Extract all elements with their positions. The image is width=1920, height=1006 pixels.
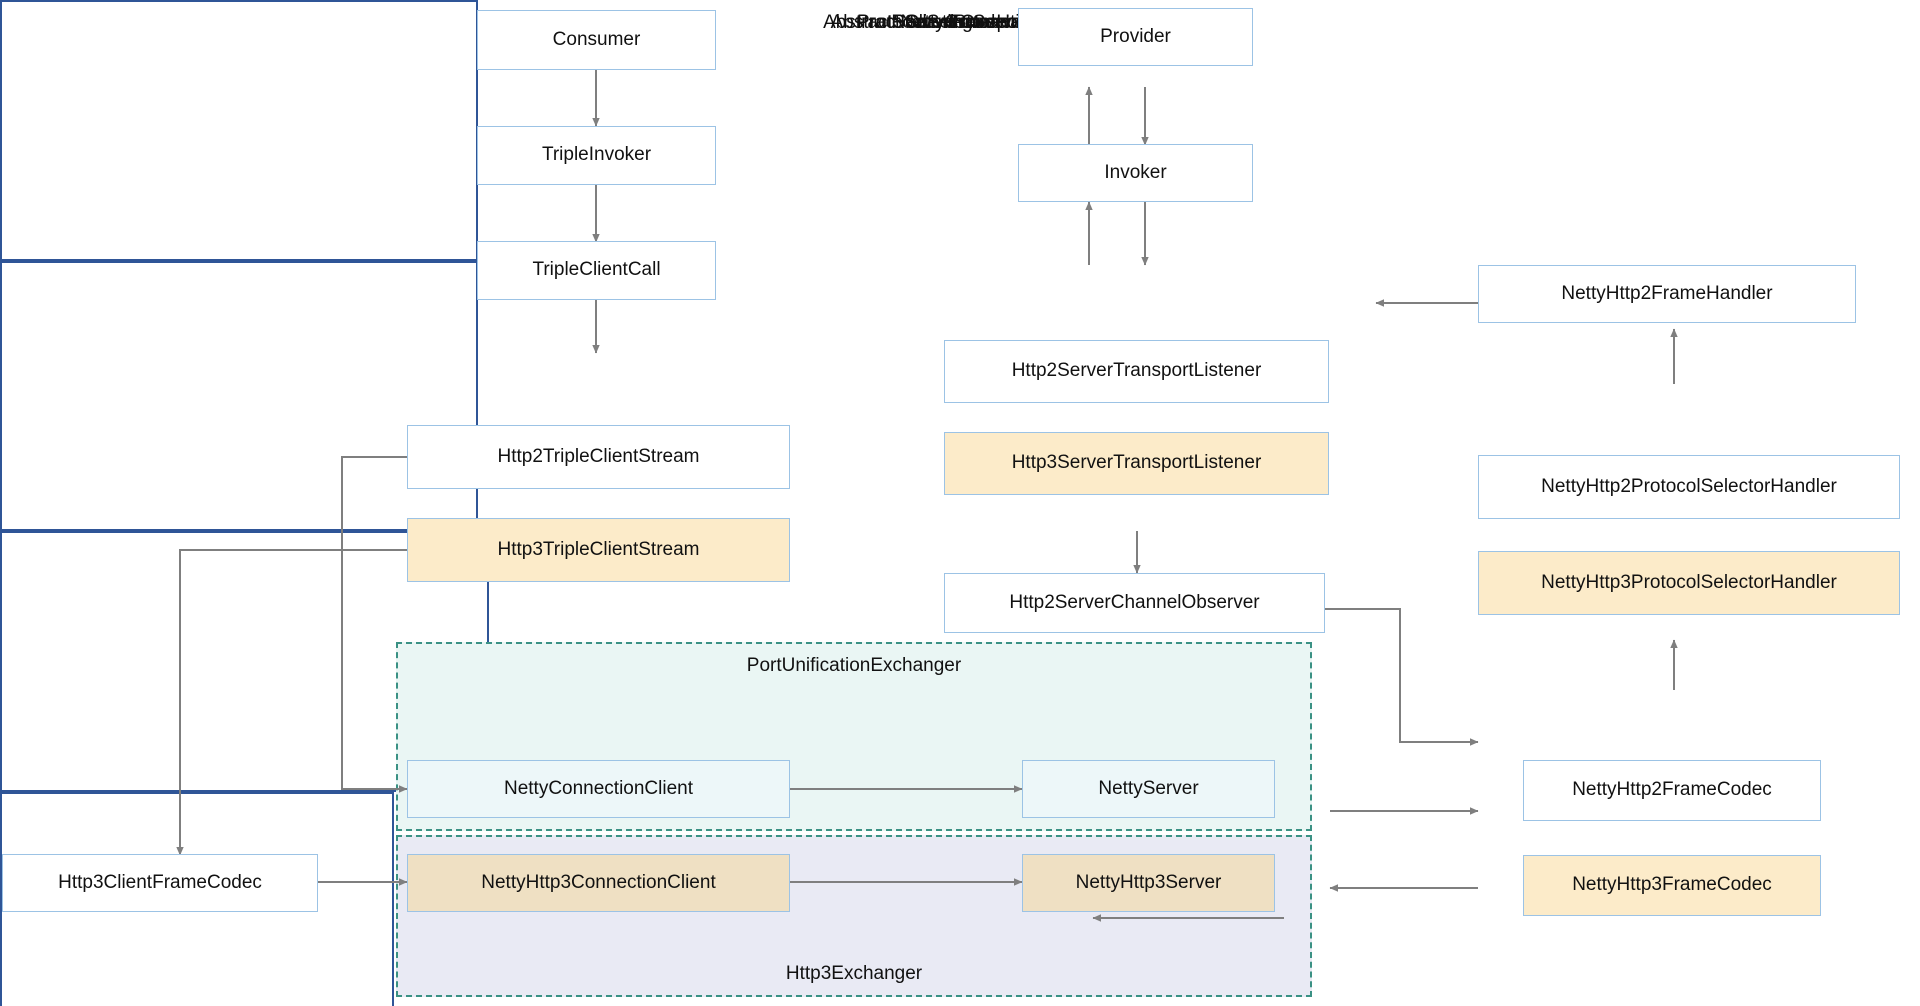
- node-http3-client-frame-codec[interactable]: Http3ClientFrameCodec: [2, 854, 318, 912]
- node-netty-http3-server[interactable]: NettyHttp3Server: [1022, 854, 1275, 912]
- node-http3-server-transport-listener[interactable]: Http3ServerTransportListener: [944, 432, 1329, 495]
- group-client-stream-title: ClientStream: [905, 12, 1015, 33]
- node-invoker[interactable]: Invoker: [1018, 144, 1253, 202]
- node-http3-triple-client-stream[interactable]: Http3TripleClientStream: [407, 518, 790, 582]
- band-http3-exchanger-title: Http3Exchanger: [785, 963, 923, 984]
- band-port-unification-exchanger-title: PortUnificationExchanger: [746, 655, 962, 676]
- node-http2-triple-client-stream[interactable]: Http2TripleClientStream: [407, 425, 790, 489]
- node-netty-http2-frame-handler[interactable]: NettyHttp2FrameHandler: [1478, 265, 1856, 323]
- node-netty-connection-client[interactable]: NettyConnectionClient: [407, 760, 790, 818]
- group-abstract-server-transport-listener[interactable]: AbstractServerTransportListener: [0, 12, 1097, 531]
- node-netty-http2-protocol-selector-handler[interactable]: NettyHttp2ProtocolSelectorHandler: [1478, 455, 1900, 519]
- node-netty-server[interactable]: NettyServer: [1022, 760, 1275, 818]
- node-netty-http3-connection-client[interactable]: NettyHttp3ConnectionClient: [407, 854, 790, 912]
- node-triple-client-call[interactable]: TripleClientCall: [477, 241, 716, 300]
- node-netty-http3-frame-codec[interactable]: NettyHttp3FrameCodec: [1523, 855, 1821, 916]
- node-triple-invoker[interactable]: TripleInvoker: [477, 126, 716, 185]
- node-netty-http3-protocol-selector-handler[interactable]: NettyHttp3ProtocolSelectorHandler: [1478, 551, 1900, 615]
- node-provider[interactable]: Provider: [1018, 8, 1253, 66]
- node-netty-http2-frame-codec[interactable]: NettyHttp2FrameCodec: [1523, 760, 1821, 821]
- node-http2-server-transport-listener[interactable]: Http2ServerTransportListener: [944, 340, 1329, 403]
- node-consumer[interactable]: Consumer: [477, 10, 716, 70]
- group-client-stream[interactable]: ClientStream: [0, 0, 1015, 261]
- node-http2-server-channel-observer[interactable]: Http2ServerChannelObserver: [944, 573, 1325, 633]
- edge-http2serverchannelobserver-servercodec: [1325, 608, 1479, 746]
